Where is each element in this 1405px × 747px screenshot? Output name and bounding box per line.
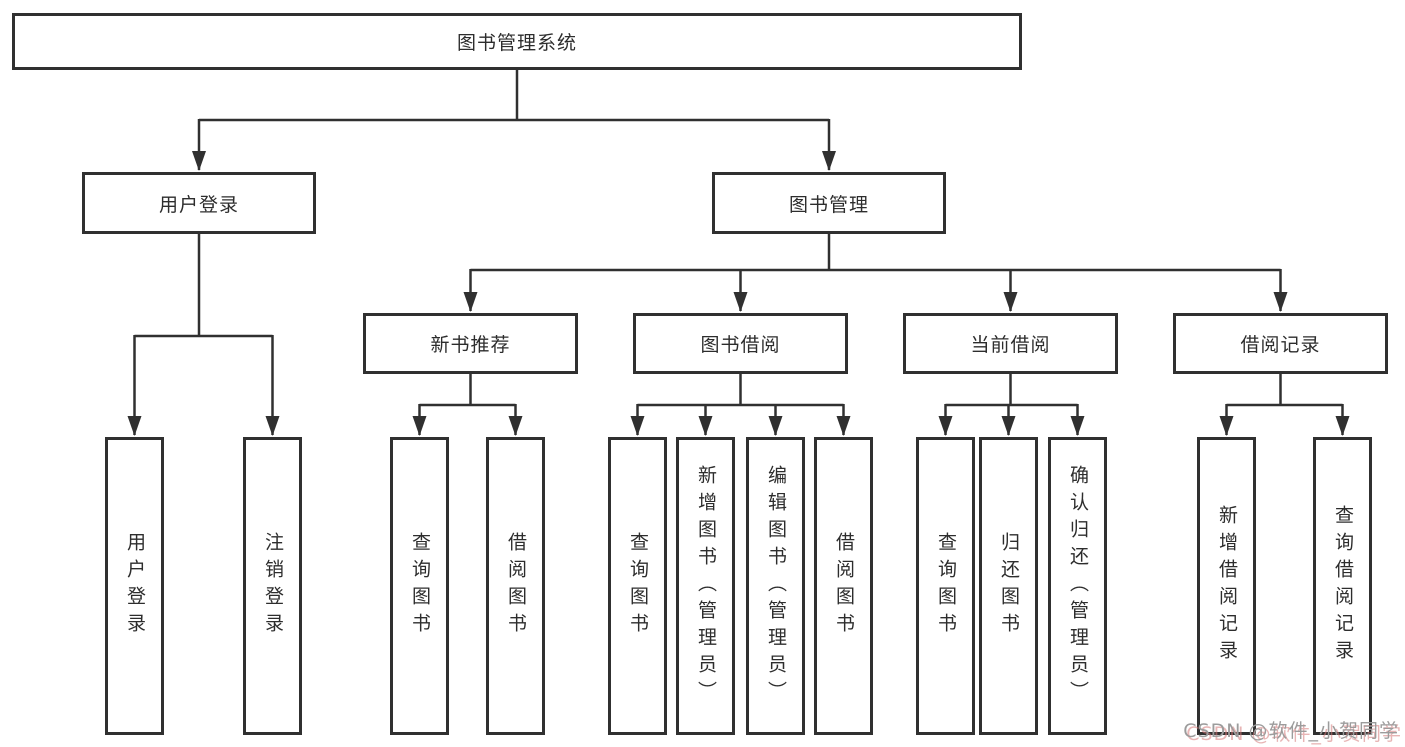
csdn-watermark: CSDN @软件_小贺同学 [1183, 720, 1399, 742]
node-label: 图书借阅 [700, 334, 781, 356]
leaf-add-borrow-record: 新增借阅记录 [1197, 437, 1256, 735]
node-label: 归还图书 [998, 532, 1020, 640]
node-new-book-recommendation: 新书推荐 [363, 313, 578, 374]
node-label: 编辑图书（管理员） [765, 464, 787, 708]
leaf-edit-books-admin: 编辑图书（管理员） [746, 437, 805, 735]
node-label: 用户登录 [124, 532, 146, 640]
node-label: 图书管理系统 [456, 32, 577, 54]
leaf-add-books-admin: 新增图书（管理员） [676, 437, 735, 735]
node-book-borrowing: 图书借阅 [633, 313, 848, 374]
leaf-query-books-current: 查询图书 [916, 437, 975, 735]
node-label: 确认归还（管理员） [1067, 464, 1089, 708]
node-label: 查询借阅记录 [1332, 505, 1354, 667]
leaf-confirm-return-admin: 确认归还（管理员） [1048, 437, 1107, 735]
leaf-user-login: 用户登录 [105, 437, 164, 735]
leaf-query-borrow-record: 查询借阅记录 [1313, 437, 1372, 735]
node-label: 借阅图书 [833, 532, 855, 640]
node-label: 借阅图书 [505, 532, 527, 640]
node-book-management: 图书管理 [712, 172, 946, 234]
node-current-borrowing: 当前借阅 [903, 313, 1118, 374]
leaf-return-books: 归还图书 [979, 437, 1038, 735]
node-label: 图书管理 [788, 193, 869, 216]
node-label: 查询图书 [409, 532, 431, 640]
node-label: 新增借阅记录 [1216, 505, 1238, 667]
node-label: 新书推荐 [430, 334, 511, 356]
node-label: 查询图书 [935, 532, 957, 640]
leaf-logout: 注销登录 [243, 437, 302, 735]
node-user-login: 用户登录 [82, 172, 316, 234]
node-label: 借阅记录 [1240, 334, 1321, 356]
node-label: 当前借阅 [970, 334, 1051, 356]
node-library-management-system: 图书管理系统 [12, 13, 1022, 70]
node-label: 查询图书 [627, 532, 649, 640]
node-label: 注销登录 [262, 532, 284, 640]
leaf-query-books-borrowing: 查询图书 [608, 437, 667, 735]
leaf-borrow-books-borrowing: 借阅图书 [814, 437, 873, 735]
node-borrowing-records: 借阅记录 [1173, 313, 1388, 374]
leaf-query-books-recommend: 查询图书 [390, 437, 449, 735]
node-label: 新增图书（管理员） [695, 464, 717, 708]
leaf-borrow-books-recommend: 借阅图书 [486, 437, 545, 735]
node-label: 用户登录 [158, 193, 239, 216]
